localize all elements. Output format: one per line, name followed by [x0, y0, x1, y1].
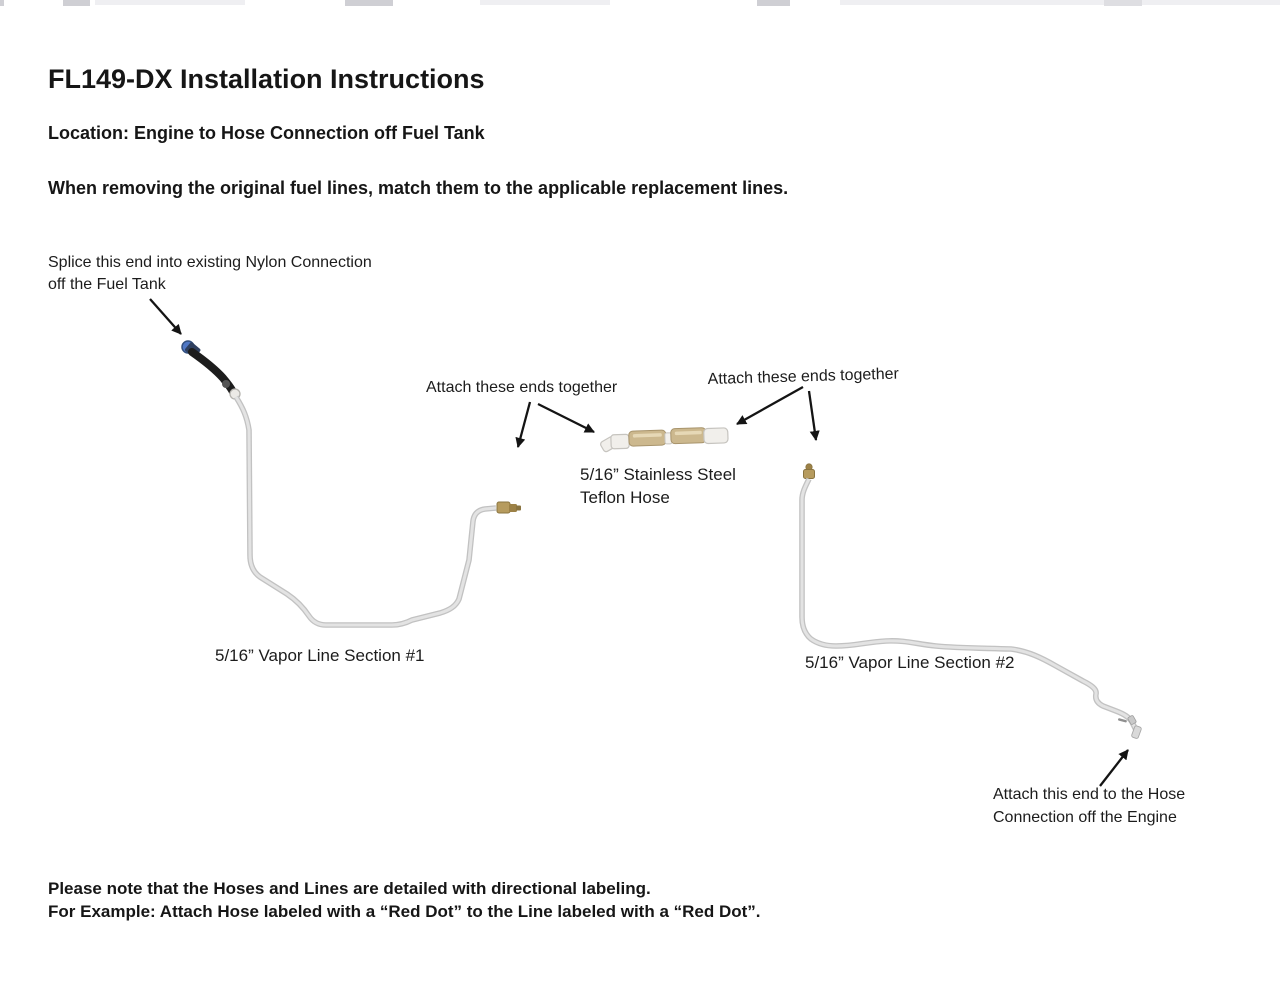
vapor-line-2-tube-edge	[799, 477, 1141, 736]
engine-connection-note-line2: Connection off the Engine	[993, 809, 1177, 826]
line-end-marking	[1117, 718, 1127, 723]
teflon-hose-graphic	[600, 427, 729, 453]
directional-labeling-note: Please note that the Hoses and Lines are…	[48, 877, 761, 923]
attach-right-arrow-to-line2	[807, 390, 820, 442]
teflon-hose-note: 5/16” Stainless Steel Teflon Hose	[580, 463, 736, 509]
vapor-line-2-label: 5/16” Vapor Line Section #2	[805, 653, 1015, 672]
engine-connection-note-line1: Attach this end to the Hose	[993, 786, 1186, 803]
teflon-hose-note-line2: Teflon Hose	[580, 488, 670, 507]
vapor-line-1-label: 5/16” Vapor Line Section #1	[215, 646, 425, 665]
teflon-hose-note-line1: 5/16” Stainless Steel	[580, 465, 736, 484]
braid-highlight	[632, 433, 662, 438]
braid-highlight	[674, 430, 702, 436]
screen-edge-artifact	[345, 0, 393, 6]
vapor-line-1-brass-fitting	[496, 501, 521, 514]
engine-connection-note: Attach this end to the Hose Connection o…	[993, 783, 1185, 829]
location-line: Location: Engine to Hose Connection off …	[48, 123, 485, 143]
screen-edge-artifact	[480, 0, 610, 5]
screen-edge-artifact	[757, 0, 790, 6]
annotation-arrows	[149, 298, 1129, 787]
screen-edge-artifact	[840, 0, 1280, 5]
vapor-line-2-brass-fitting	[803, 463, 815, 479]
screen-edge-artifact	[0, 0, 4, 6]
hose-braid-left	[628, 429, 667, 447]
screen-edge-artifact	[95, 0, 245, 5]
attach-ends-left-note: Attach these ends together	[426, 379, 618, 396]
splice-note-line1: Splice this end into existing Nylon Conn…	[48, 254, 372, 271]
hose-braid-right	[670, 427, 707, 445]
engine-end-arrow	[1099, 749, 1129, 787]
black-hose-segment	[188, 348, 237, 396]
hose-left-fitting	[610, 433, 630, 450]
splice-note-line2: off the Fuel Tank	[48, 276, 166, 293]
page-title: FL149-DX Installation Instructions	[48, 64, 485, 94]
screen-edge-artifact	[63, 0, 90, 6]
vapor-line-2-tube	[800, 478, 1140, 735]
splice-note: Splice this end into existing Nylon Conn…	[48, 252, 372, 296]
vapor-line-section-2	[799, 463, 1142, 739]
vapor-line-section-1	[181, 340, 521, 628]
directional-labeling-note-line2: For Example: Attach Hose labeled with a …	[48, 902, 761, 921]
attach-left-arrow-to-hose	[537, 402, 595, 434]
hose-right-fitting	[703, 427, 729, 445]
instruction-line: When removing the original fuel lines, m…	[48, 178, 789, 198]
vapor-line-1-tube	[234, 396, 497, 627]
screen-edge-artifact	[1104, 0, 1142, 6]
attach-right-arrow-to-hose	[736, 385, 804, 426]
directional-labeling-note-line1: Please note that the Hoses and Lines are…	[48, 879, 651, 898]
vapor-line-2-end-fitting	[1117, 715, 1142, 739]
splice-arrow	[149, 298, 182, 335]
vapor-line-1-tube-edge	[233, 395, 497, 628]
attach-left-arrow-to-line1	[515, 401, 532, 448]
hose-band	[222, 380, 230, 388]
